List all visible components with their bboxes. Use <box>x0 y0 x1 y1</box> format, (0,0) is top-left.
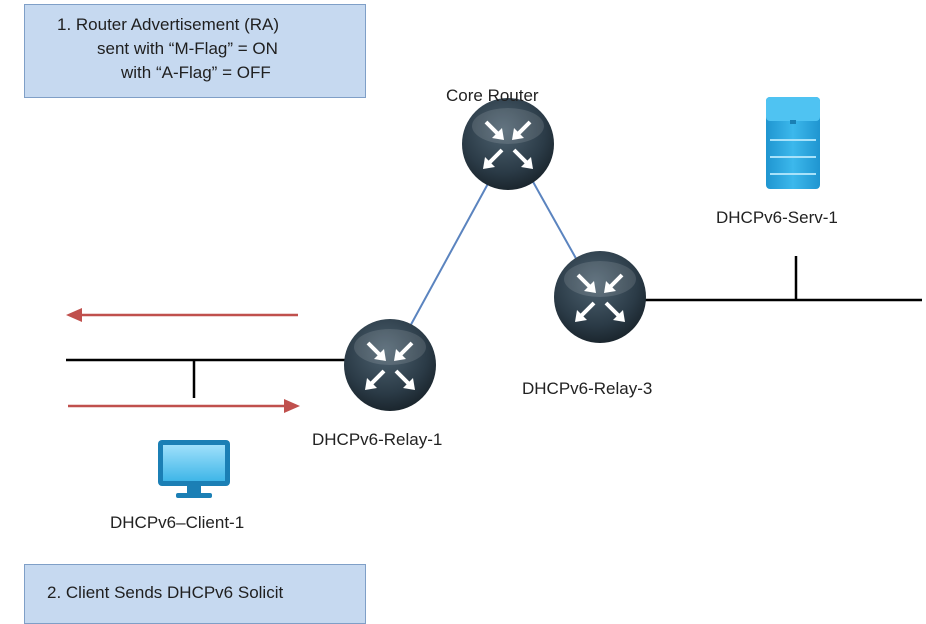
ra-note-line-3: with “A-Flag” = OFF <box>121 63 271 82</box>
link-core-relay1 <box>407 179 491 331</box>
solicit-arrow-right <box>68 399 300 413</box>
relay-3-router-icon <box>554 251 646 343</box>
server-label: DHCPv6-Serv-1 <box>716 208 838 227</box>
client-label: DHCPv6–Client-1 <box>110 513 245 532</box>
ra-note-line-2: sent with “M-Flag” = ON <box>97 39 278 58</box>
core-router-label: Core Router <box>446 86 539 105</box>
ra-note-line-1: 1. Router Advertisement (RA) <box>57 15 280 34</box>
link-core-relay3 <box>531 179 579 263</box>
relay-3-label: DHCPv6-Relay-3 <box>522 379 653 398</box>
relay-1-router-icon <box>344 319 436 411</box>
solicit-note-line-1: 2. Client Sends DHCPv6 Solicit <box>47 583 284 602</box>
server-icon <box>766 97 820 189</box>
solicit-note: 2. Client Sends DHCPv6 Solicit <box>24 564 366 624</box>
relay-1-label: DHCPv6-Relay-1 <box>312 430 443 449</box>
client-monitor-icon <box>158 440 230 498</box>
core-router-icon <box>462 98 554 190</box>
ra-flags-note: 1. Router Advertisement (RA) sent with “… <box>24 4 366 98</box>
ra-arrow-left <box>66 308 298 322</box>
